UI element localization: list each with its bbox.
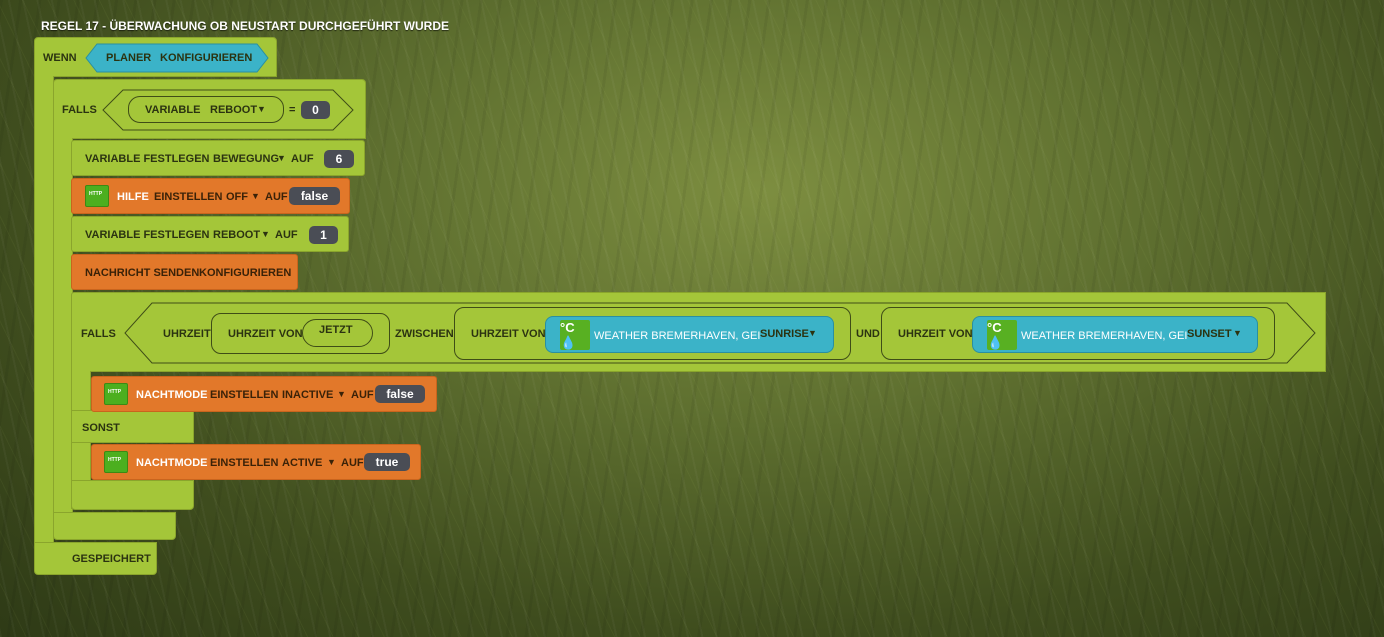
nacht-else-connector: AUF <box>341 457 364 469</box>
if-reboot-label: FALLS <box>62 104 97 116</box>
if-time-label: FALLS <box>81 328 116 340</box>
nacht-then-action: EINSTELLEN <box>210 389 279 401</box>
footer-block[interactable] <box>34 542 157 575</box>
chevron-down-icon[interactable]: ▼ <box>1233 328 1242 338</box>
and-label: UND <box>856 328 880 340</box>
trigger-action[interactable]: KONFIGURIEREN <box>160 52 253 64</box>
reboot-compare-value[interactable]: 0 <box>301 101 330 119</box>
nacht-else-device: NACHTMODE <box>136 457 208 469</box>
set-bewegung-value[interactable]: 6 <box>324 150 354 168</box>
nachricht-label: NACHRICHT SENDEN <box>85 267 200 279</box>
when-label: WENN <box>43 52 77 64</box>
set-bewegung-block[interactable] <box>71 140 365 176</box>
from-time-value[interactable]: JETZT <box>319 324 353 336</box>
http-icon-text: HTTP <box>89 191 103 197</box>
set-reboot-variable[interactable]: REBOOT <box>213 229 261 241</box>
time-condition-shape <box>124 302 1316 364</box>
set-bewegung-connector: AUF <box>291 153 314 165</box>
set-reboot-value[interactable]: 1 <box>309 226 338 244</box>
set-reboot-label: VARIABLE FESTLEGEN <box>85 229 210 241</box>
else-label: SONST <box>82 422 120 434</box>
condition-shape <box>102 89 354 131</box>
start-weather-block[interactable] <box>545 316 834 353</box>
http-icon <box>104 383 128 405</box>
chevron-down-icon[interactable]: ▼ <box>327 457 336 467</box>
nacht-then-device: NACHTMODE <box>136 389 208 401</box>
from-time-value-field[interactable] <box>302 319 373 347</box>
chevron-down-icon[interactable]: ▼ <box>277 153 286 163</box>
http-icon-text: HTTP <box>108 389 122 395</box>
else-row-block <box>71 410 194 443</box>
set-bewegung-label: VARIABLE FESTLEGEN <box>85 153 210 165</box>
when-block-spine <box>34 76 54 544</box>
start-weather-source: WEATHER BREMERHAVEN, GEI <box>594 330 761 342</box>
chevron-down-icon[interactable]: ▼ <box>337 389 346 399</box>
end-time-field[interactable] <box>881 307 1275 360</box>
hilfe-state[interactable]: OFF <box>226 191 248 203</box>
trigger-planner: PLANER <box>106 52 152 64</box>
chevron-down-icon[interactable]: ▼ <box>808 328 817 338</box>
nacht-then-connector: AUF <box>351 389 374 401</box>
time-condition[interactable] <box>124 302 1317 364</box>
if-reboot-end <box>53 512 176 540</box>
reboot-variable-field[interactable] <box>128 96 284 123</box>
rule-title: REGEL 17 - ÜBERWACHUNG OB NEUSTART DURCH… <box>41 19 450 33</box>
weather-temp-icon: °C💧 <box>560 320 590 350</box>
nacht-then-state[interactable]: INACTIVE <box>282 389 334 401</box>
end-weather-event[interactable]: SUNSET <box>1187 328 1232 340</box>
start-time-label: UHRZEIT VON <box>471 328 546 340</box>
equals-operator: = <box>289 104 296 116</box>
hilfe-connector: AUF <box>265 191 288 203</box>
hilfe-action: EINSTELLEN <box>154 191 223 203</box>
set-reboot-block[interactable] <box>71 216 349 252</box>
http-icon-text: HTTP <box>108 457 122 463</box>
weather-temp-icon: °C💧 <box>987 320 1017 350</box>
start-time-field[interactable] <box>454 307 851 360</box>
reboot-var-kind: VARIABLE <box>145 104 201 116</box>
if-reboot-condition[interactable] <box>101 89 355 131</box>
nacht-else-value[interactable]: true <box>364 453 410 471</box>
hilfe-value[interactable]: false <box>289 187 340 205</box>
end-weather-source: WEATHER BREMERHAVEN, GEI <box>1021 330 1188 342</box>
trigger-block[interactable] <box>85 43 269 73</box>
set-reboot-connector: AUF <box>275 229 298 241</box>
hilfe-device: HILFE <box>117 191 149 203</box>
end-time-label: UHRZEIT VON <box>898 328 973 340</box>
chevron-down-icon[interactable]: ▼ <box>261 229 270 239</box>
from-time-label: UHRZEIT VON <box>228 328 303 340</box>
set-bewegung-variable[interactable]: BEWEGUNG <box>213 153 279 165</box>
http-icon <box>85 185 109 207</box>
http-icon <box>104 451 128 473</box>
nacht-then-value[interactable]: false <box>375 385 425 403</box>
saved-status: GESPEICHERT <box>72 553 151 565</box>
reboot-var-name[interactable]: REBOOT <box>210 104 258 116</box>
trigger-shape <box>85 43 269 73</box>
end-weather-block[interactable] <box>972 316 1258 353</box>
chevron-down-icon[interactable]: ▼ <box>257 104 266 114</box>
from-time-field[interactable] <box>211 313 390 354</box>
nachricht-target[interactable]: KONFIGURIEREN <box>199 267 292 279</box>
start-weather-event[interactable]: SUNRISE <box>760 328 809 340</box>
chevron-down-icon[interactable]: ▼ <box>251 191 260 201</box>
nacht-else-action: EINSTELLEN <box>210 457 279 469</box>
nacht-else-state[interactable]: ACTIVE <box>282 457 323 469</box>
if-time-end <box>71 480 194 510</box>
uhrzeit-label: UHRZEIT <box>163 328 211 340</box>
if-reboot-spine <box>53 138 73 513</box>
between-label: ZWISCHEN <box>395 328 454 340</box>
nachricht-block[interactable] <box>71 254 298 290</box>
